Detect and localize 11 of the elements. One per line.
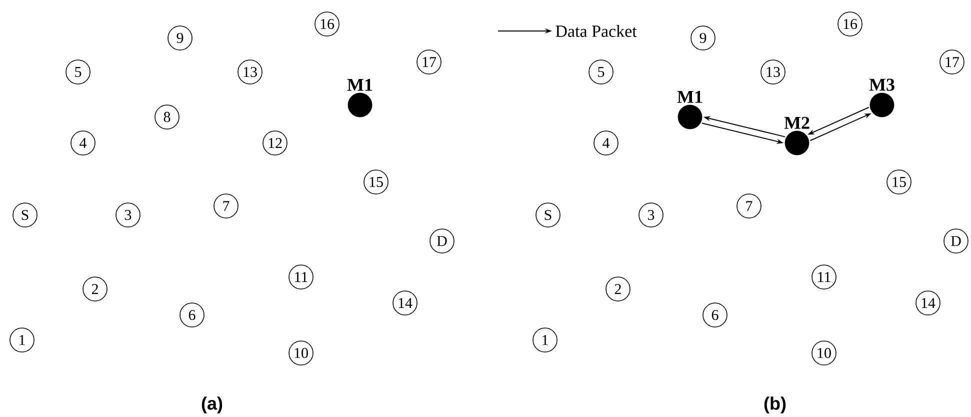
mobile-node-dot [870, 92, 894, 118]
panel-label: (a) [202, 396, 222, 414]
node-label: M3 [869, 78, 894, 91]
mobile-node-dot [678, 104, 702, 130]
node-label: M1 [677, 90, 702, 103]
node-label: M1 [347, 78, 372, 91]
node-label: M2 [784, 116, 810, 129]
panel-label: (b) [764, 396, 786, 414]
mobile-node-dot [348, 92, 372, 118]
legend-text: Data Packet [556, 25, 637, 37]
mobile-node-dot [784, 130, 810, 156]
